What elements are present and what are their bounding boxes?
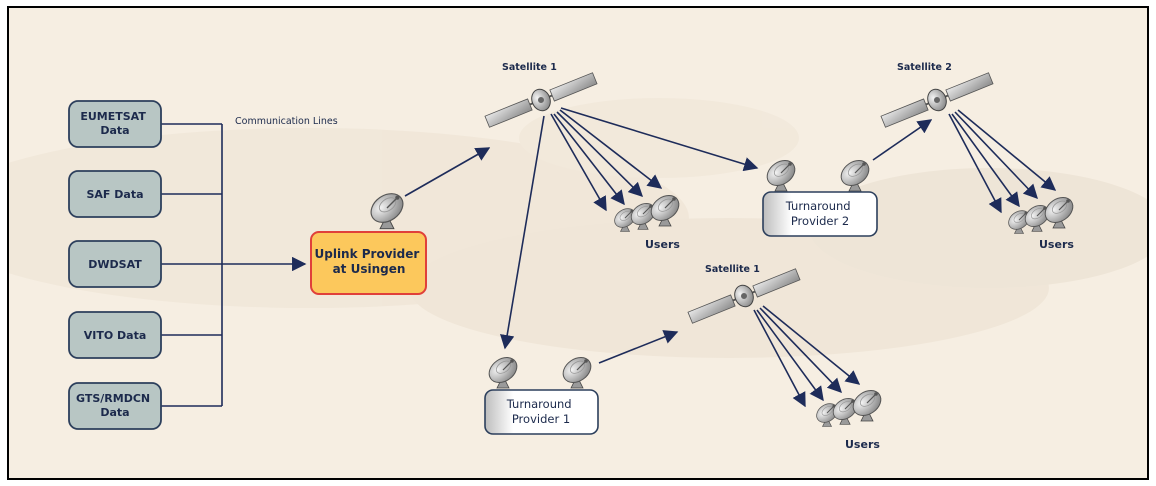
source-saf-label: SAF Data [86,188,143,201]
turnaround-1-line1: Turnaround [506,397,572,411]
uplink-provider-label: Uplink Provider at Usingen [315,247,424,276]
uplink-line2: at Usingen [333,262,406,276]
arrow-sat2-users-2 [951,113,1020,208]
arrow-sat2-users-4 [957,109,1057,191]
turnaround-provider-1-box: Turnaround Provider 1 [484,389,599,435]
source-gts-box: GTS/RMDCN Data [68,382,162,430]
turnaround-2-line2: Provider 2 [791,214,849,228]
users-label-1: Users [645,238,680,251]
satellite-1-lower-label: Satellite 1 [705,264,760,275]
arrow-sat1-lower-users-3 [759,307,842,394]
source-gts-label: GTS/RMDCN Data [76,392,154,419]
source-vito-label: VITO Data [84,329,147,342]
source-gts-label-line2: Data [100,406,129,419]
arrow-sat1-to-turnaround1 [500,115,545,350]
arrow-uplink-to-sat1 [404,147,491,197]
turnaround-1-line2: Provider 1 [512,412,570,426]
users-label-2: Users [1039,238,1074,251]
arrow-sat2-users-1 [948,113,1002,214]
arrow-sat1-users-4 [559,109,663,189]
source-eumetsat-label-line2: Data [100,124,129,137]
arrow-sat1-users-3 [556,111,644,198]
source-vito-box: VITO Data [68,311,162,359]
arrow-sat1-to-turnaround2 [560,107,759,172]
turnaround-1-label: Turnaround Provider 1 [506,397,575,426]
users-group-3-dish-icons [812,384,887,427]
arrow-sat1-lower-users-2 [756,309,824,402]
source-saf-box: SAF Data [68,170,162,218]
uplink-line1: Uplink Provider [315,247,420,261]
users-label-3: Users [845,438,880,451]
turnaround-2-label: Turnaround Provider 2 [785,199,854,228]
arrow-sat1-lower-users-4 [762,305,861,385]
arrow-sat1-users-2 [553,113,625,206]
satellite-2-label: Satellite 2 [897,62,952,73]
source-eumetsat-box: EUMETSAT Data [68,100,162,148]
communication-lines [161,123,307,407]
flow-arrows [404,107,1057,408]
network-diagram: Communication Lines EUMETSAT Data SAF Da… [9,62,1147,451]
source-dwdsat-box: DWDSAT [68,240,162,288]
turnaround-1-dish-right-icon [557,351,597,389]
turnaround-1-dish-left-icon [483,351,523,389]
satellite-1-top-label: Satellite 1 [502,62,557,73]
arrow-turnaround1-to-sat1-lower [598,330,679,364]
source-dwdsat-label: DWDSAT [88,258,142,271]
arrow-sat2-users-3 [954,111,1038,200]
arrow-sat1-users-1 [550,113,607,212]
uplink-provider-box: Uplink Provider at Usingen [310,231,427,295]
turnaround-provider-2-box: Turnaround Provider 2 [762,191,878,237]
source-eumetsat-label-line1: EUMETSAT [80,110,146,123]
diagram-frame: Communication Lines EUMETSAT Data SAF Da… [7,6,1149,480]
turnaround-2-line1: Turnaround [785,199,851,213]
source-eumetsat-label: EUMETSAT Data [80,110,149,137]
communication-lines-label: Communication Lines [235,116,338,127]
arrow-sat1-lower-users-1 [753,309,806,408]
arrow-turnaround2-to-sat2 [872,119,933,161]
source-gts-label-line1: GTS/RMDCN [76,392,150,405]
satellite-2-icon [878,67,996,133]
